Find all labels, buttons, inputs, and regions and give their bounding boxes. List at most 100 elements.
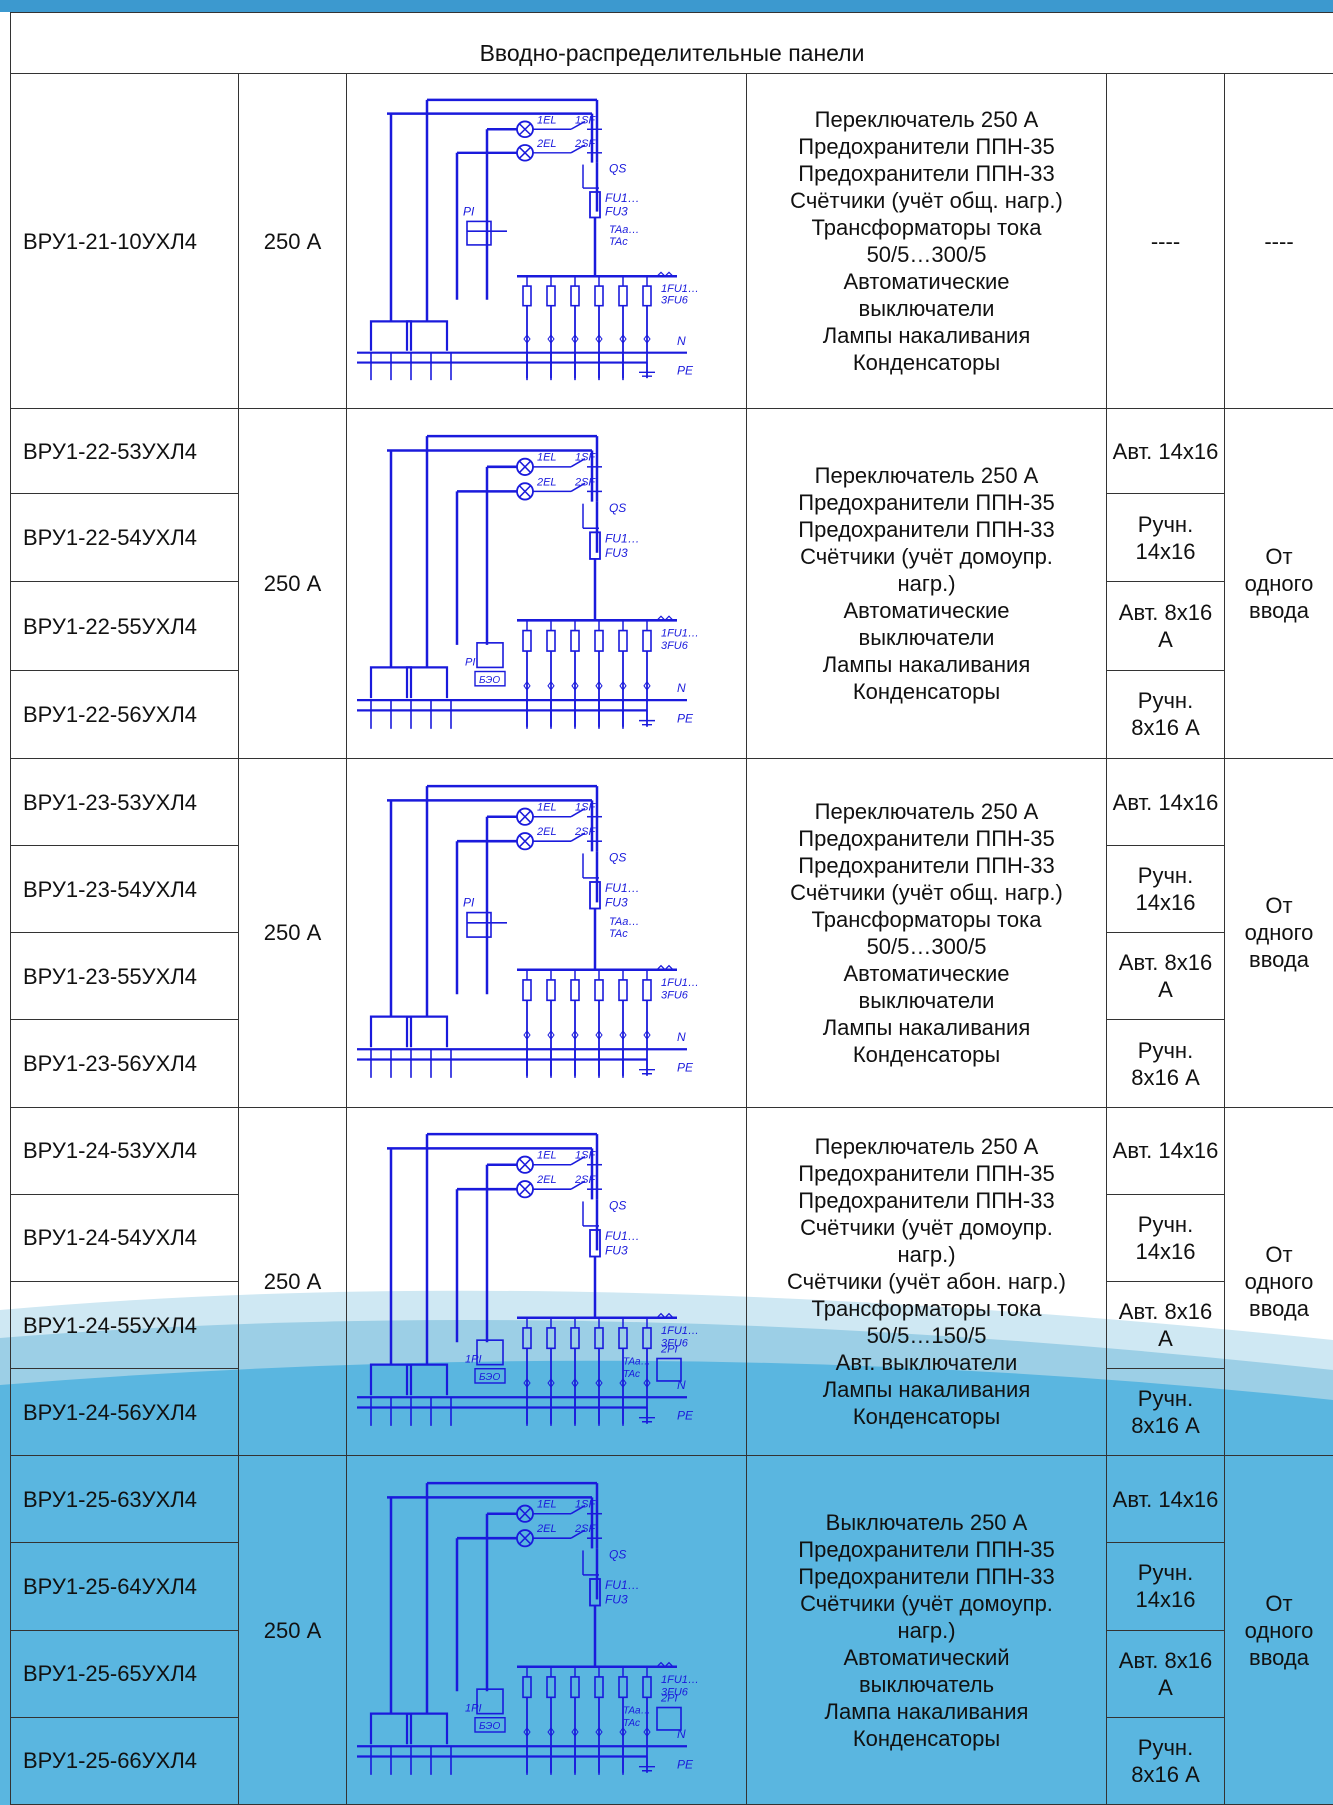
n-label: N (677, 1378, 686, 1392)
lamp-label: 1EL (537, 1499, 557, 1511)
equipment-item: Предохранители ППН-35 (798, 1160, 1055, 1186)
group-fuse-label-2: 3FU6 (661, 989, 689, 1001)
equipment-item: Трансформаторы тока (811, 1295, 1042, 1321)
box-label: БЭО (479, 1721, 500, 1732)
group-fuse-icon (570, 629, 580, 652)
cable-mark (523, 334, 531, 344)
cable-mark (571, 334, 579, 344)
cable-mark (547, 1378, 555, 1389)
equipment-item: Конденсаторы (852, 1403, 1001, 1429)
ground-icon (639, 1756, 655, 1772)
cable-mark (571, 1727, 579, 1738)
busbar-marker (656, 271, 674, 278)
group-fuse-icon (618, 285, 628, 307)
lamp-label: 2EL (536, 1523, 557, 1535)
equipment-item: Предохранители ППН-33 (798, 1187, 1055, 1213)
breaker-label: 1SF (575, 115, 597, 127)
table-body: Вводно-распределительные панели ВРУ1-21-… (9, 11, 1333, 1805)
lamp-icon (516, 482, 534, 501)
table-row: ВРУ1-25-64УХЛ4 Ручн. 14х16 (10, 1542, 1333, 1631)
group-fuse-icon (570, 285, 580, 307)
equipment-item: 50/5…150/5 (866, 1322, 987, 1348)
control-type: Ручн. 14х16 (1106, 1542, 1225, 1631)
table-header-row: Вводно-распределительные панели (9, 11, 1333, 75)
ground-icon (639, 362, 655, 378)
equipment-item: Предохранители ППН-33 (798, 1563, 1055, 1589)
model-code: ВРУ1-25-64УХЛ4 (10, 1542, 239, 1631)
equipment-item: Выключатель 250 А (825, 1509, 1028, 1535)
equipment-item: Трансформаторы тока (811, 906, 1042, 932)
group-fuse-icon (522, 978, 532, 1001)
lamp-label: 1EL (537, 1150, 557, 1162)
rated-current: 250 А (238, 1106, 347, 1457)
vru-panels-table: Вводно-распределительные панели ВРУ1-21-… (9, 11, 1333, 1805)
breaker-label: 2SF (574, 826, 596, 838)
meter-label: 1PI (465, 1703, 482, 1715)
n-label: N (677, 1727, 686, 1741)
group-fuse-icon (594, 978, 604, 1001)
busbar-marker (656, 1661, 674, 1668)
group-fuse-label: 1FU1… (661, 628, 699, 640)
ground-icon (639, 1407, 655, 1423)
group-fuse-icon (522, 1327, 532, 1350)
qs-label: QS (609, 1199, 626, 1213)
group-fuse-icon (642, 978, 652, 1001)
model-code: ВРУ1-25-65УХЛ4 (10, 1629, 239, 1718)
equipment-item: Переключатель 250 А (814, 1133, 1039, 1159)
busbar-marker (656, 1313, 674, 1320)
input-count: От одного ввода (1223, 408, 1333, 759)
group-fuse-icon (546, 285, 556, 307)
meter2-icon (656, 1358, 682, 1383)
breaker-contact-icon (570, 1180, 586, 1191)
lamp-icon (516, 807, 534, 826)
equipment-item: Конденсаторы (852, 350, 1001, 376)
fuse-label-2: FU3 (605, 205, 628, 219)
ta-label: TAa… (609, 224, 639, 236)
rated-current: 250 А (238, 408, 347, 759)
cable-mark (571, 680, 579, 691)
cable-mark (619, 1378, 627, 1389)
box-label: БЭО (479, 1372, 500, 1383)
breaker-contact-icon (570, 807, 586, 818)
cable-mark (643, 334, 651, 344)
capacitor-bank-icon (369, 1712, 413, 1745)
breaker-contact-icon (570, 1505, 586, 1515)
group-fuse-label-2: 3FU6 (661, 295, 689, 307)
fuse-label: FU1… (605, 532, 640, 546)
qs-label: QS (609, 162, 626, 176)
qs-label: QS (609, 1548, 626, 1562)
fuse-label-2: FU3 (605, 546, 628, 560)
equipment-item: Авт. выключатели (835, 1349, 1018, 1375)
breaker-contact-icon (570, 144, 586, 154)
group-fuse-label: 1FU1… (661, 1325, 699, 1337)
pe-label: PE (677, 1758, 694, 1772)
equipment-item: Автоматические (843, 960, 1010, 986)
table-title: Вводно-распределительные панели (9, 11, 1333, 75)
equipment-item: Переключатель 250 А (814, 107, 1039, 133)
breaker-label: 1SF (575, 452, 596, 464)
busbar-marker (656, 964, 674, 971)
cable-mark (643, 680, 651, 691)
group-fuse-icon (546, 629, 556, 652)
equipment-item: Автоматический (843, 1644, 1010, 1670)
capacitor-bank-icon (405, 320, 449, 351)
ta-label: TAa… (623, 1706, 651, 1717)
equipment-item: Лампы накаливания (822, 323, 1031, 349)
group-fuse-icon (522, 1676, 532, 1699)
equipment-item: Счётчики (учёт домоупр. (800, 544, 1053, 570)
meter2-icon (656, 1706, 682, 1731)
equipment-item: Предохранители ППН-35 (798, 825, 1055, 851)
group-fuse-icon (570, 1327, 580, 1350)
